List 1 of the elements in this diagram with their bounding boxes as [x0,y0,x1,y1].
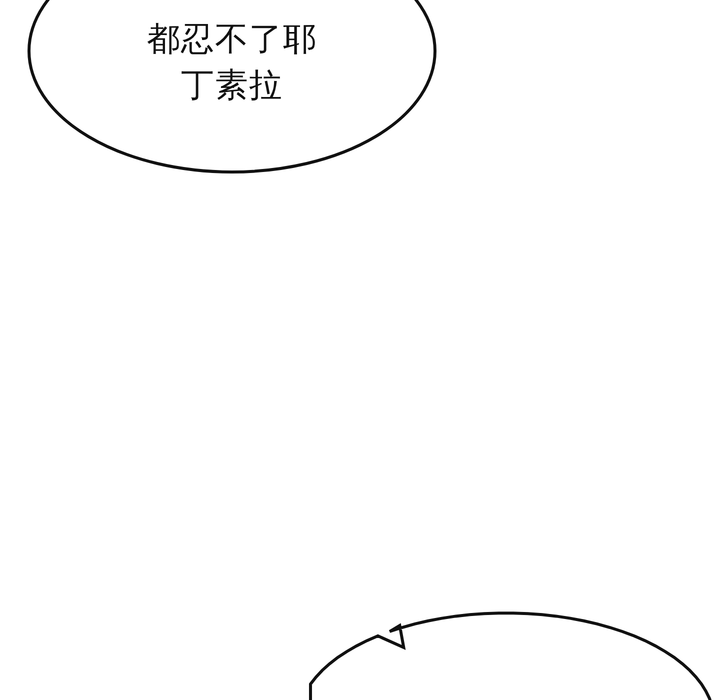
dialogue-text: 都忍不了耶丁素拉 [146,18,318,106]
